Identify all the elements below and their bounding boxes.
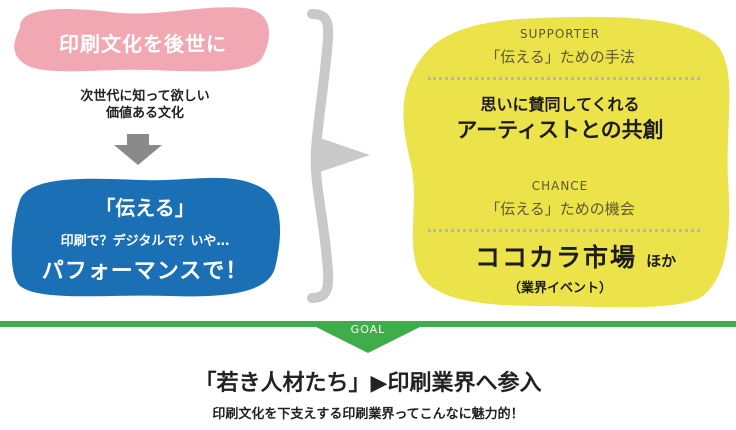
- chance-label-en: CHANCE: [531, 179, 589, 193]
- chance-suffix: ほか: [646, 252, 677, 270]
- chance-divider: [428, 229, 700, 232]
- supporter-divider: [428, 77, 700, 80]
- blue-blob-title: 「伝える」: [95, 196, 195, 220]
- supporter-label-jp: 「伝える」ための手法: [485, 48, 635, 66]
- supporter-label-en: SUPPORTER: [519, 27, 601, 41]
- goal-pointer: [310, 324, 426, 353]
- goal-title: 「若き人材たち」▶印刷業界へ参入: [194, 371, 542, 396]
- right-curly-brace-icon: [307, 9, 370, 303]
- blue-blob-subtitle: 印刷で？デジタルで？いや…: [60, 234, 230, 249]
- pink-blob-title: 印刷文化を後世に: [59, 32, 227, 56]
- down-arrow-icon: [114, 134, 162, 165]
- caption-line-1: 次世代に知って欲しい: [80, 89, 210, 104]
- supporter-line-2: アーティストとの共創: [456, 118, 664, 142]
- chance-main-row: ココカラ市場 ほか: [475, 238, 676, 274]
- pink-blob: [14, 7, 269, 72]
- chance-main: ココカラ市場: [475, 243, 638, 272]
- yellow-blob: [403, 16, 730, 308]
- chance-note: （業界イベント）: [508, 281, 613, 296]
- blue-blob-emphasis: パフォーマンスで！: [41, 259, 249, 284]
- chance-label-jp: 「伝える」ための機会: [485, 200, 635, 218]
- goal-subtitle: 印刷文化を下支えする印刷業界ってこんなに魅力的！: [212, 407, 524, 422]
- supporter-line-1: 思いに賛同してくれる: [480, 95, 640, 114]
- goal-label: GOAL: [350, 323, 386, 336]
- caption-line-2: 価値ある文化: [105, 106, 184, 121]
- blue-blob: [11, 177, 281, 297]
